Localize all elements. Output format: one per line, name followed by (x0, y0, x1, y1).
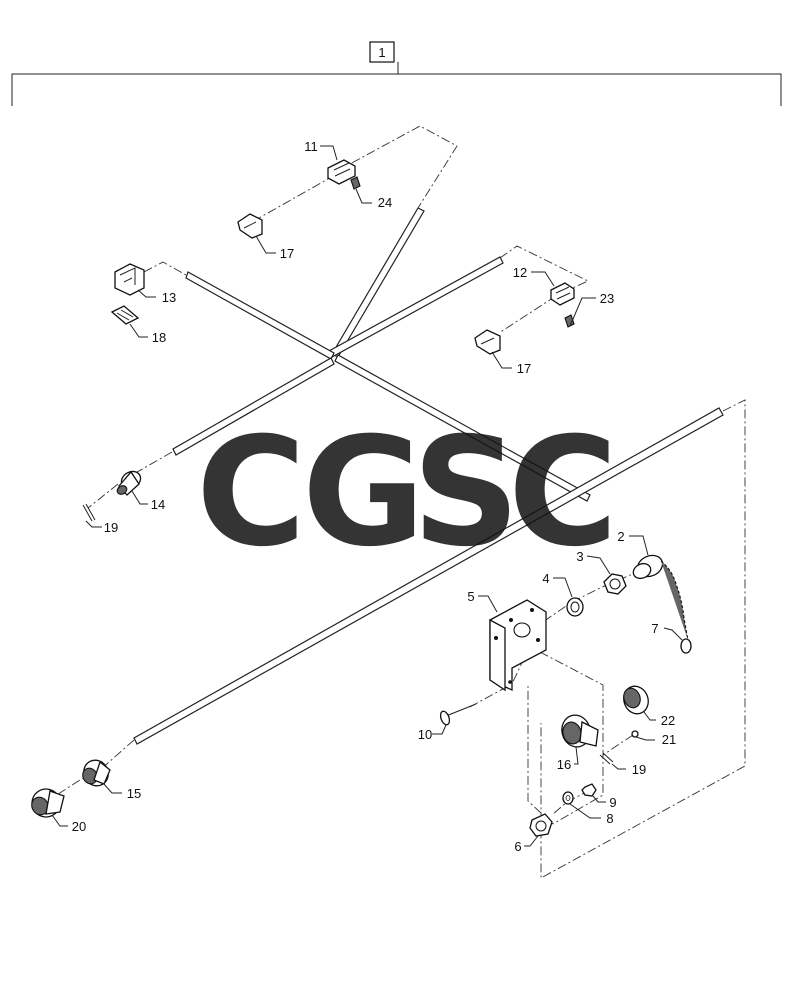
harness-branch-13 (185, 271, 335, 360)
connector-14[interactable] (116, 468, 144, 496)
callout-21: 21 (662, 732, 676, 747)
harness-main-cable (133, 407, 724, 745)
callout-18: 18 (152, 330, 166, 345)
harness-trunk (334, 354, 591, 502)
callout-20: 20 (72, 819, 86, 834)
callout-19-left: 19 (104, 520, 118, 535)
watermark-letter-3: S (412, 406, 520, 580)
lock-washer-4[interactable] (566, 597, 584, 617)
watermark-letter-4: C (508, 406, 618, 580)
clamp-6[interactable] (529, 813, 553, 837)
leader-lines (51, 145, 683, 847)
callout-15: 15 (127, 786, 141, 801)
callout-17-lower: 17 (517, 361, 531, 376)
terminal-lock-24[interactable] (350, 176, 361, 190)
pin-19-right[interactable] (599, 752, 614, 765)
washer-8[interactable] (562, 791, 574, 805)
clip-17-upper[interactable] (237, 213, 263, 239)
nut-3[interactable] (603, 573, 627, 595)
harness-branch-11 (331, 207, 425, 358)
callout-16: 16 (557, 757, 571, 772)
callout-23: 23 (600, 291, 614, 306)
terminal-lock-18[interactable] (110, 305, 140, 325)
callout-2: 2 (617, 529, 624, 544)
harness-cables (133, 207, 724, 745)
callout-6: 6 (514, 839, 521, 854)
ring-7[interactable] (680, 638, 692, 654)
watermark-letter-2: G (302, 406, 425, 580)
bracket-5[interactable] (489, 599, 547, 692)
plug-21[interactable] (631, 730, 639, 738)
watermark-letter-1: C (196, 406, 306, 580)
callout-22: 22 (661, 713, 675, 728)
clip-17-lower[interactable] (474, 329, 501, 355)
watermark: C G S C (196, 406, 618, 580)
callout-4: 4 (542, 571, 549, 586)
screw-10[interactable] (439, 703, 477, 726)
pin-19-left[interactable] (82, 503, 96, 522)
assembly-bracket: 1 (11, 41, 782, 106)
connector-13[interactable] (114, 263, 145, 296)
callout-24: 24 (378, 195, 392, 210)
callout-numbers: 11 24 17 13 18 12 23 17 14 19 2 3 4 5 7 … (72, 139, 676, 854)
receptacle-16[interactable] (558, 712, 599, 750)
terminal-lock-23[interactable] (564, 314, 575, 328)
cap-22[interactable] (620, 683, 652, 718)
callout-19-right: 19 (632, 762, 646, 777)
callout-3: 3 (576, 549, 583, 564)
assembly-number-box (369, 41, 395, 63)
nut-9[interactable] (581, 783, 597, 797)
connector-12[interactable] (550, 282, 575, 306)
assembly-number: 1 (378, 45, 385, 60)
callout-8: 8 (606, 811, 613, 826)
callout-5: 5 (467, 589, 474, 604)
callout-9: 9 (609, 795, 616, 810)
cap-2[interactable] (631, 551, 689, 641)
callout-14: 14 (151, 497, 165, 512)
callout-17-upper: 17 (280, 246, 294, 261)
connector-11[interactable] (327, 159, 356, 185)
callout-11: 11 (304, 139, 318, 154)
connector-15[interactable] (79, 756, 113, 791)
callout-13: 13 (162, 290, 176, 305)
callout-7: 7 (651, 621, 658, 636)
harness-branch-14 (172, 357, 335, 456)
callout-10: 10 (418, 727, 432, 742)
callout-12: 12 (513, 265, 527, 280)
cap-20[interactable] (27, 784, 65, 822)
